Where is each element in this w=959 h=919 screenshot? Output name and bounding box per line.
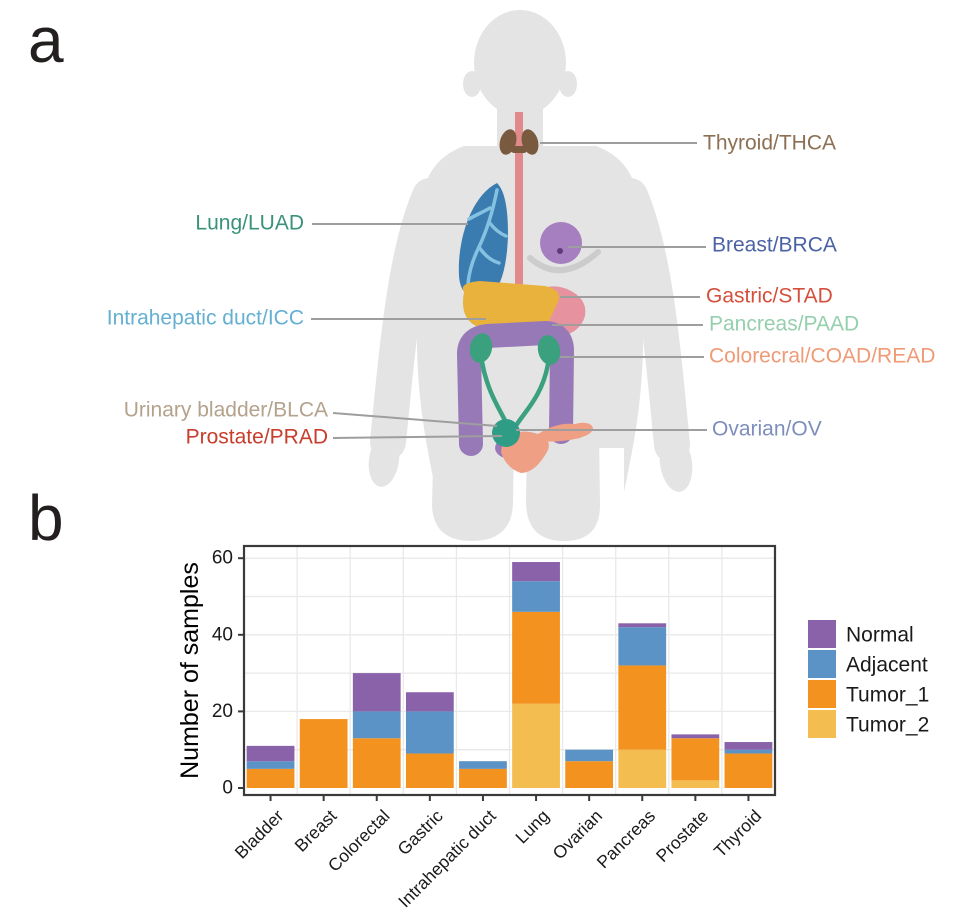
bar-segment-prostate-normal <box>671 734 720 739</box>
label-gastric: Gastric/STAD <box>706 285 833 308</box>
x-tick-label: Bladder <box>231 806 288 863</box>
bar-segment-bladder-tumor_1 <box>246 768 295 788</box>
left-arm <box>370 178 448 460</box>
thyroid-organ <box>499 129 539 155</box>
bar-segment-lung-normal <box>512 562 560 582</box>
bar-segment-lung-adjacent <box>512 581 560 612</box>
bar-segment-colorectal-normal <box>352 673 401 712</box>
legend-label-normal: Normal <box>846 624 914 647</box>
bladder-organ <box>492 419 520 447</box>
legend-label-tumor_2: Tumor_2 <box>846 714 929 737</box>
label-intrahepatic: Intrahepatic duct/ICC <box>107 307 304 330</box>
right-hand <box>659 434 693 492</box>
breast-nipple <box>557 248 563 254</box>
bar-segment-ovarian-tumor_1 <box>565 761 614 788</box>
leader-lines <box>311 142 707 439</box>
bar-segment-ovarian-adjacent <box>565 749 614 762</box>
y-tick-label: 20 <box>212 701 233 722</box>
label-ovarian: Ovarian/OV <box>712 418 822 441</box>
bar-segment-pancreas-normal <box>618 623 667 628</box>
y-tick-label: 0 <box>222 778 233 799</box>
bar-segment-gastric-tumor_1 <box>405 753 454 788</box>
label-prostate: Prostate/PRAD <box>186 426 328 449</box>
x-tick-label: Prostate <box>652 806 712 866</box>
leader-line-prostate <box>332 435 503 439</box>
left-kidney <box>469 333 493 363</box>
bar-segment-prostate-tumor_2 <box>671 780 720 788</box>
organs <box>457 112 601 473</box>
x-tick-label: Breast <box>291 806 341 856</box>
bar-segment-pancreas-tumor_2 <box>618 749 667 788</box>
label-pancreas: Pancreas/PAAD <box>709 313 859 336</box>
legend-swatch-normal <box>808 620 836 648</box>
y-axis-title: Number of samples <box>176 562 204 779</box>
bar-segment-breast-tumor_1 <box>299 719 348 788</box>
legend-label-adjacent: Adjacent <box>846 654 928 677</box>
bar-segment-colorectal-adjacent <box>352 711 401 739</box>
legend-swatch-tumor_2 <box>808 710 836 738</box>
right-arm <box>612 178 690 463</box>
bar-segment-lung-tumor_1 <box>512 611 560 704</box>
anatomy-figure: Thyroid/THCA Lung/LUAD Breast/BRCA Gastr… <box>107 10 936 541</box>
bar-segment-prostate-tumor_1 <box>671 738 720 781</box>
bar-segment-gastric-adjacent <box>405 711 454 754</box>
bar-segment-pancreas-adjacent <box>618 627 667 666</box>
x-tick-label: Gastric <box>393 806 447 860</box>
legend-swatch-tumor_1 <box>808 680 836 708</box>
bar-segment-pancreas-tumor_1 <box>618 665 667 750</box>
bar-segment-thyroid-tumor_1 <box>724 753 773 788</box>
panel-a-letter: a <box>28 4 64 76</box>
x-tick-label: Pancreas <box>593 806 660 873</box>
left-hand <box>368 433 400 487</box>
left-leg <box>432 430 514 541</box>
label-breast: Breast/BRCA <box>712 234 837 257</box>
right-ear <box>559 71 577 97</box>
label-colorectal: Colorecral/COAD/READ <box>709 345 935 368</box>
legend-label-tumor_1: Tumor_1 <box>846 684 929 707</box>
x-tick-label: Thyroid <box>710 806 765 861</box>
plot-border <box>242 544 777 797</box>
legend-swatch-adjacent <box>808 650 836 678</box>
y-tick-label: 40 <box>212 624 233 645</box>
right-kidney <box>537 335 561 365</box>
left-ear <box>463 71 481 97</box>
liver-organ <box>462 281 560 332</box>
label-lung: Lung/LUAD <box>195 212 304 235</box>
panel-b-letter: b <box>28 482 64 554</box>
bar-segment-gastric-normal <box>405 692 454 712</box>
y-tick-label: 60 <box>212 548 233 569</box>
breast-fold <box>527 249 601 273</box>
bar-segment-colorectal-tumor_1 <box>352 738 401 788</box>
bar-segment-thyroid-normal <box>724 742 773 750</box>
bar-segment-intrahepatic-duct-tumor_1 <box>459 768 507 788</box>
breast-organ <box>540 222 582 264</box>
organ-labels: Thyroid/THCA Lung/LUAD Breast/BRCA Gastr… <box>107 132 936 449</box>
label-bladder: Urinary bladder/BLCA <box>124 399 328 422</box>
bar-segment-intrahepatic-duct-adjacent <box>459 761 507 769</box>
bar-segment-bladder-normal <box>246 745 295 762</box>
bar-segment-bladder-adjacent <box>246 761 295 769</box>
bar-segment-thyroid-adjacent <box>724 749 773 754</box>
right-leg <box>526 430 600 541</box>
x-tick-label: Lung <box>511 806 553 848</box>
lung-bronchi <box>466 188 508 286</box>
x-tick-label: Intrahepatic duct <box>394 806 500 912</box>
bar-segment-lung-tumor_2 <box>512 703 560 788</box>
leader-line-bladder <box>332 412 498 427</box>
label-thyroid: Thyroid/THCA <box>703 132 836 155</box>
